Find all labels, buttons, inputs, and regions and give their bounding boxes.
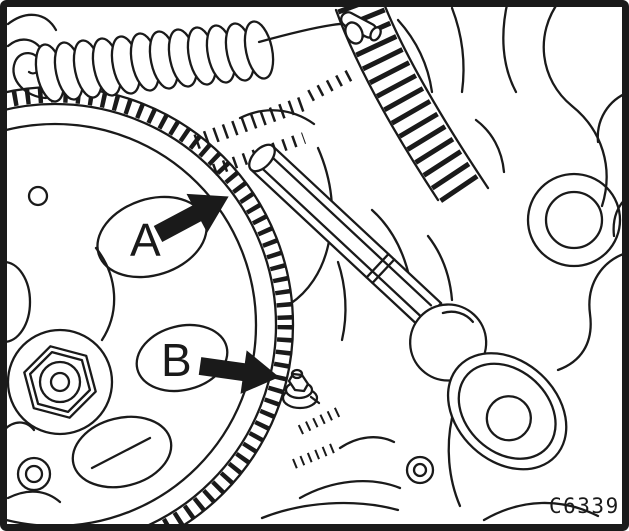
shaft-collar (371, 258, 396, 285)
shaft-end-cap (248, 143, 276, 173)
bolt-edge-mark (309, 395, 321, 405)
hatching (292, 441, 340, 469)
sprocket-face-ring (0, 122, 258, 528)
tensioner-bolt (281, 368, 321, 410)
engine-block-edge (288, 146, 334, 306)
hub-nut-hex (23, 345, 97, 419)
figure-code: C6339 (549, 494, 620, 518)
belt-teeth (337, 0, 483, 209)
contour-line (6, 38, 44, 52)
idler-pulley-hub (544, 190, 604, 250)
hatching (193, 96, 305, 150)
hub-nut-face (38, 360, 82, 404)
sprocket-outer-edge (0, 85, 295, 531)
contour-line (474, 118, 506, 174)
contour-line (447, 416, 462, 508)
sprocket-teeth (0, 87, 293, 531)
hatching (307, 68, 355, 102)
contour-line (336, 260, 347, 342)
contour-line (6, 13, 58, 32)
sprocket-small-hole (16, 456, 52, 492)
oil-gallery-plug-center (412, 462, 428, 478)
contour-line (450, 6, 465, 94)
sprocket-small-hole (27, 185, 49, 207)
contour-line (6, 490, 62, 504)
arrow-a-icon (153, 193, 229, 242)
label-a: A (130, 214, 161, 266)
shaft-highlight-line (261, 167, 422, 318)
sprocket-hole (135, 323, 229, 393)
contour-line (426, 234, 454, 302)
hub-nut-hex-inner (28, 350, 92, 414)
bolt-tip (290, 368, 304, 380)
shaft-highlight-line (271, 156, 433, 307)
spring-coil (243, 20, 275, 80)
contour-line (556, 250, 629, 372)
tensioner-spring (12, 11, 382, 103)
contour-line (298, 480, 402, 500)
arrow-b-icon (198, 350, 280, 394)
ball-joint-highlight (441, 310, 475, 324)
belt-edge (381, 0, 490, 190)
sprocket-hole-slot (90, 436, 152, 470)
callout-a: A (130, 193, 229, 266)
engine-background (2, 0, 629, 522)
ratchet-drive-socket (485, 395, 532, 442)
spring-hook-right (344, 21, 364, 45)
sprocket-hole (71, 415, 173, 489)
ratchet-head-inner-rim (457, 362, 557, 460)
contour-line (260, 501, 400, 520)
sprocket-small-hole-center (24, 464, 44, 484)
sprocket-tooth-base (0, 102, 278, 531)
anchor-pin-end (369, 26, 382, 42)
sprocket-face-contour (94, 246, 116, 342)
contour-line (482, 501, 600, 522)
contour-line (396, 18, 434, 94)
contour-line (338, 436, 396, 450)
callout-b: B (161, 334, 280, 394)
contour-line (542, 0, 608, 208)
shaft-collar (365, 252, 390, 279)
idler-pulley (526, 172, 622, 268)
camshaft-sprocket (0, 85, 295, 531)
contour-line (238, 109, 316, 126)
contour-line (502, 0, 518, 94)
oil-gallery-plug (405, 455, 435, 485)
hatching (297, 405, 345, 435)
hub-washer (6, 328, 114, 436)
hub-stud (49, 371, 71, 393)
socket-extension-tool (248, 143, 568, 471)
label-b: B (161, 334, 192, 386)
